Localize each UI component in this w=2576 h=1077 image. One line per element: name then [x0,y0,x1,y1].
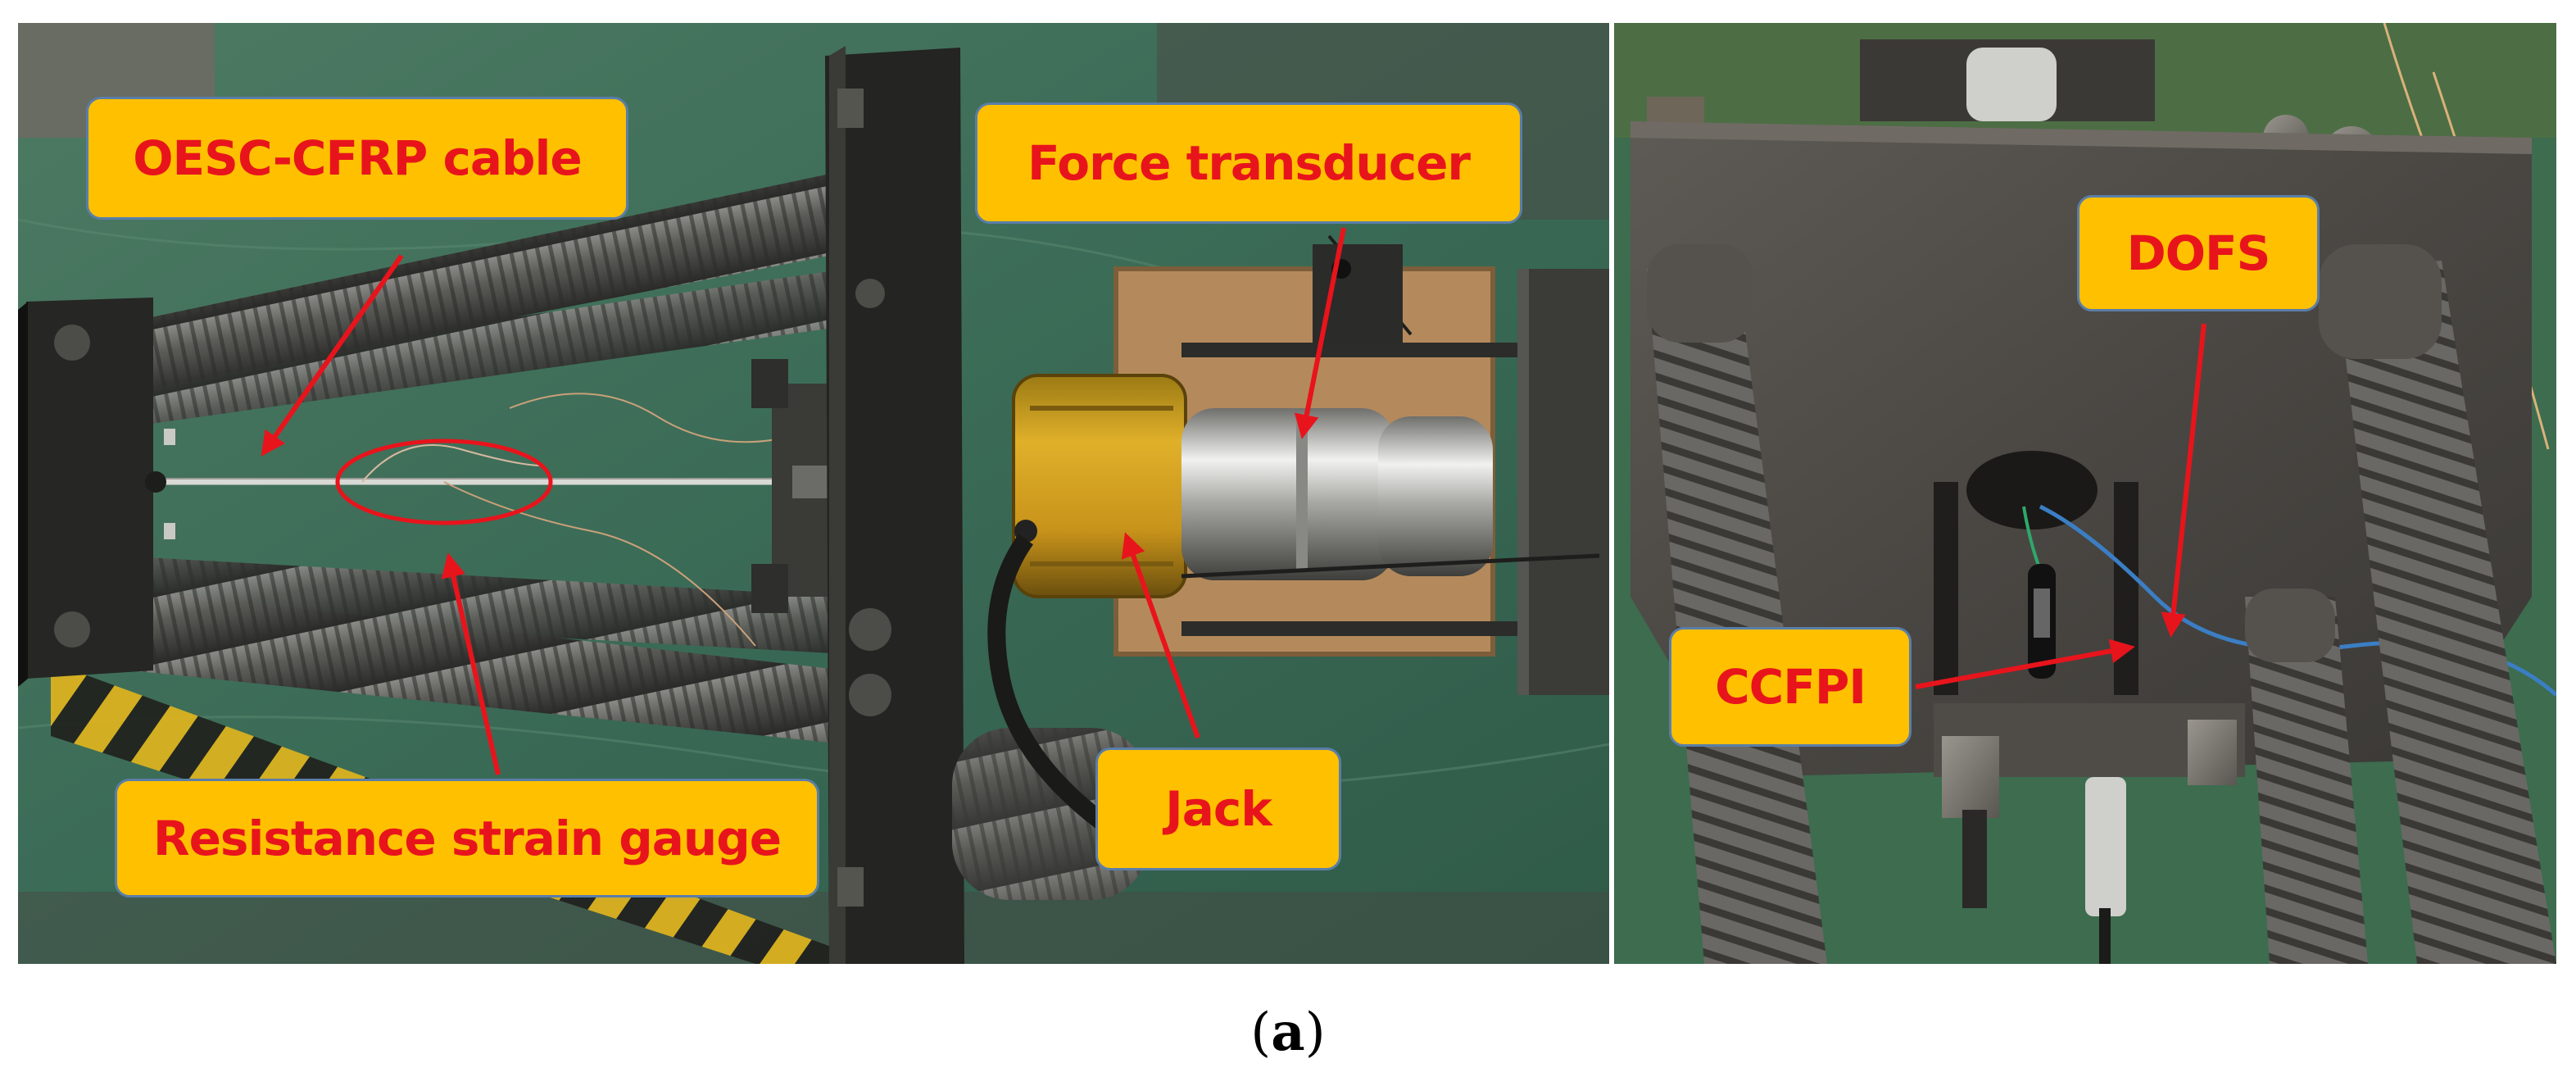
caption-close: ) [1304,1002,1326,1063]
dofs-label: DOFS [2077,195,2320,311]
resistance-strain-gauge-label: Resistance strain gauge [115,779,819,898]
caption-open: ( [1250,1002,1272,1063]
caption-label: a [1271,1002,1305,1063]
oesc-cfrp-cable-label: OESC-CFRP cable [86,97,628,220]
jack-label: Jack [1095,748,1341,870]
anchorage-illustration [1614,23,2556,964]
anchorage-closeup-photo [1614,23,2556,964]
force-transducer-label: Force transducer [975,102,1522,224]
figure-caption: (a) [1206,1002,1370,1063]
ccfpi-label: CCFPI [1669,627,1912,747]
